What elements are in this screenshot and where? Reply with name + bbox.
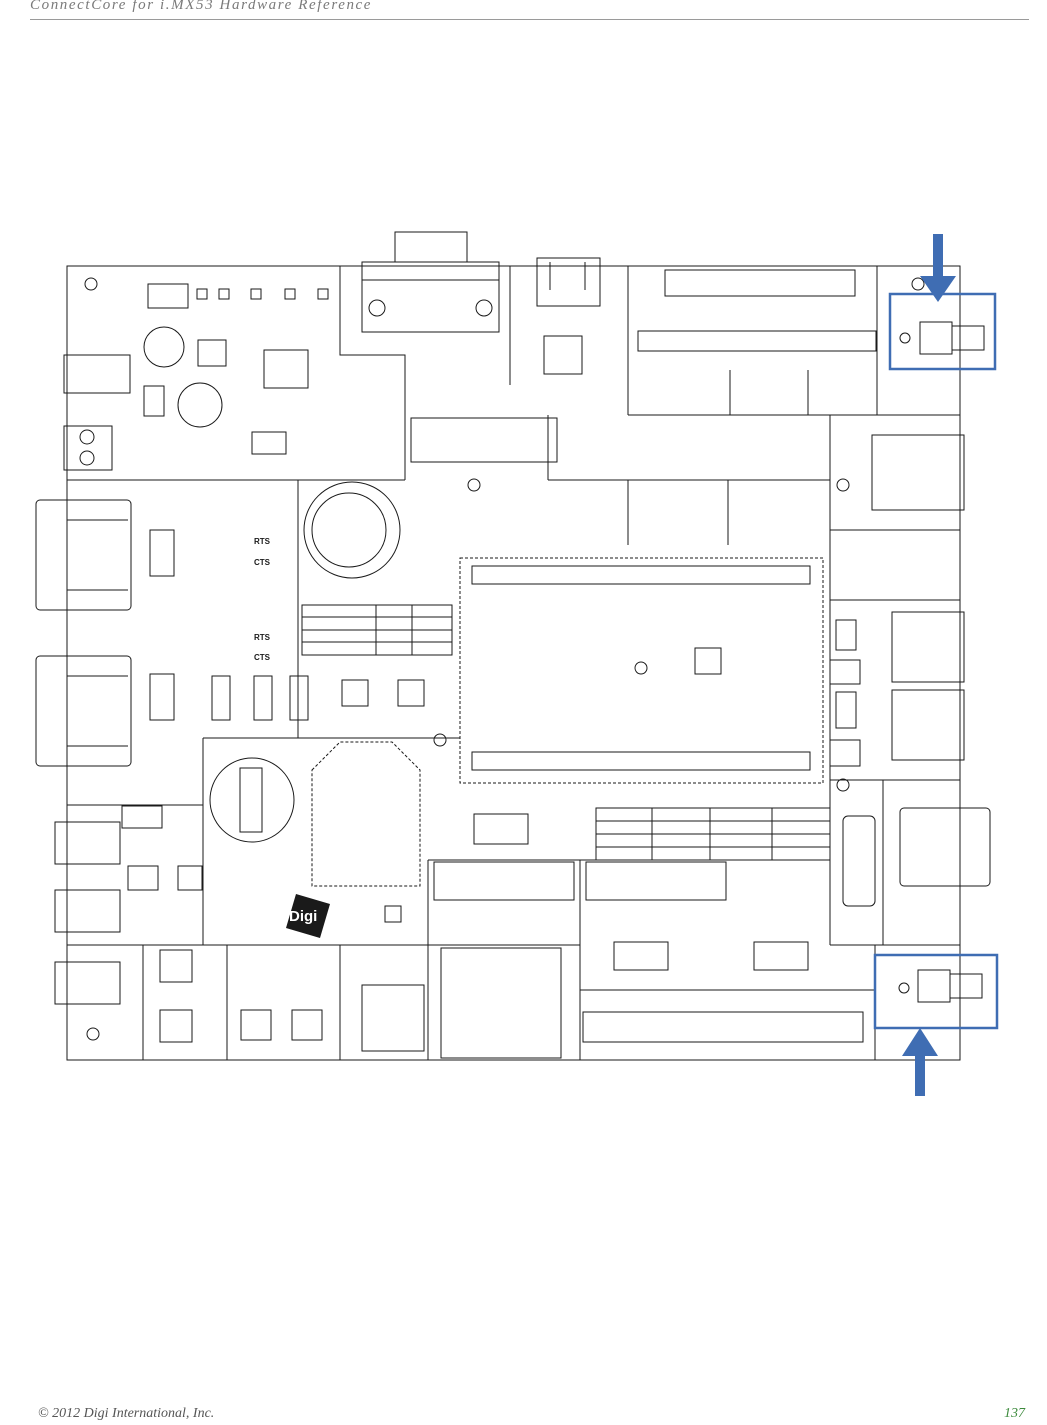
idc-header-1 <box>411 418 557 462</box>
usb-right-2 <box>892 690 964 760</box>
cts-label-1: CTS <box>254 558 271 567</box>
cts-label-2: CTS <box>254 653 271 662</box>
arrow-down-icon <box>920 234 956 302</box>
antenna-highlight-bottom <box>875 955 997 1028</box>
db-connector-top <box>395 232 467 262</box>
usb-connector-top <box>537 258 600 306</box>
db9-left-1 <box>36 500 131 610</box>
audio-jack-1 <box>55 822 120 864</box>
usb-right-1 <box>892 612 964 682</box>
page-number: 137 <box>1004 1406 1025 1422</box>
audio-jack-3 <box>55 962 120 1004</box>
audio-jack-2 <box>55 890 120 932</box>
idc-header-2 <box>434 862 574 900</box>
buzzer <box>210 758 294 842</box>
ethernet-jack <box>872 435 964 510</box>
expansion-header-bottom <box>583 1012 863 1042</box>
hdmi-connector <box>843 816 875 906</box>
ribbon-connector-top <box>665 270 855 296</box>
idc-header-3 <box>586 862 726 900</box>
db9-right <box>900 808 990 886</box>
sd-card-slot <box>441 948 561 1058</box>
antenna-connector-top <box>920 322 952 354</box>
svg-text:Digi: Digi <box>289 908 317 925</box>
power-jack <box>64 355 130 393</box>
db9-left-2 <box>36 656 131 766</box>
footer-copyright: © 2012 Digi International, Inc. <box>38 1406 214 1422</box>
section-lines <box>67 266 960 1060</box>
digi-logo: Digi <box>286 894 330 938</box>
antenna-highlight-top <box>890 294 995 369</box>
arrow-up-icon <box>902 1028 938 1096</box>
xbee-socket <box>312 742 420 886</box>
header-strip-top <box>638 331 876 351</box>
antenna-connector-bottom <box>918 970 950 1002</box>
rts-label-2: RTS <box>254 633 271 642</box>
rts-label-1: RTS <box>254 537 271 546</box>
board-outline <box>67 266 960 1060</box>
module-outline <box>460 558 823 783</box>
